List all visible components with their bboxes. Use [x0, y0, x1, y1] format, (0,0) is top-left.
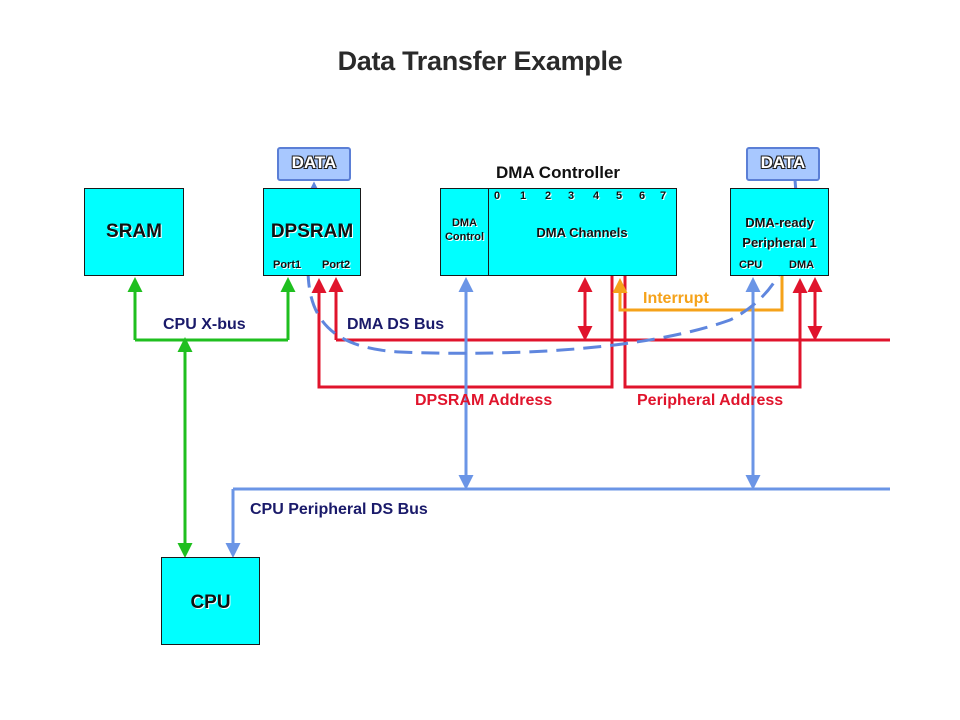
channel-4-label: 4	[593, 190, 600, 202]
data-flow-dashed-path	[304, 179, 798, 355]
dma-control-section: DMA Control	[441, 189, 489, 275]
dma-ds-bus-label: DMA DS Bus	[347, 316, 445, 333]
channel-5-label: 5	[616, 190, 623, 202]
cpu-peripheral-ds-bus-lines	[225, 277, 890, 558]
cpu-label: CPU	[190, 592, 231, 613]
cpu-block: CPU	[161, 557, 260, 645]
channel-2-label: 2	[545, 190, 552, 202]
interrupt-label: Interrupt	[643, 290, 709, 307]
port2-label: Port2	[322, 259, 351, 271]
peripheral-label-line2: Peripheral 1	[742, 235, 817, 250]
dma-controller-block: DMA Control DMA Channels	[440, 188, 677, 276]
cpu-peripheral-ds-bus-label: CPU Peripheral DS Bus	[250, 501, 428, 518]
channel-3-label: 3	[568, 190, 575, 202]
data-box-dpsram: DATA	[277, 147, 351, 181]
cpu-xbus-label: CPU X-bus	[163, 316, 246, 333]
peripheral-block: DMA-ready Peripheral 1 CPU DMA	[730, 188, 829, 276]
peripheral-dma-label: DMA	[789, 259, 815, 271]
dma-channels-label: DMA Channels	[536, 225, 628, 240]
channel-6-label: 6	[639, 190, 646, 202]
channel-1-label: 1	[520, 190, 527, 202]
dpsram-address-label: DPSRAM Address	[415, 392, 553, 409]
peripheral-address-label: Peripheral Address	[637, 392, 784, 409]
data-box-peripheral: DATA	[746, 147, 820, 181]
channel-0-label: 0	[494, 190, 501, 202]
peripheral-address-lines	[623, 276, 808, 389]
peripheral-cpu-label: CPU	[739, 259, 763, 271]
dma-control-label-line2: Control	[444, 231, 485, 243]
sram-label: SRAM	[106, 221, 162, 242]
dpsram-label: DPSRAM	[270, 221, 354, 242]
sram-block: SRAM	[84, 188, 184, 276]
cpu-xbus-lines	[127, 277, 296, 558]
dpsram-block: DPSRAM Port1 Port2	[263, 188, 361, 276]
dma-controller-title: DMA Controller	[495, 163, 621, 182]
interrupt-line	[612, 275, 784, 312]
channel-7-label: 7	[660, 190, 667, 202]
page-title: Data Transfer Example	[337, 46, 623, 76]
dma-control-label-line1: DMA	[451, 217, 478, 229]
port1-label: Port1	[273, 259, 302, 271]
peripheral-label-line1: DMA-ready	[745, 215, 814, 230]
